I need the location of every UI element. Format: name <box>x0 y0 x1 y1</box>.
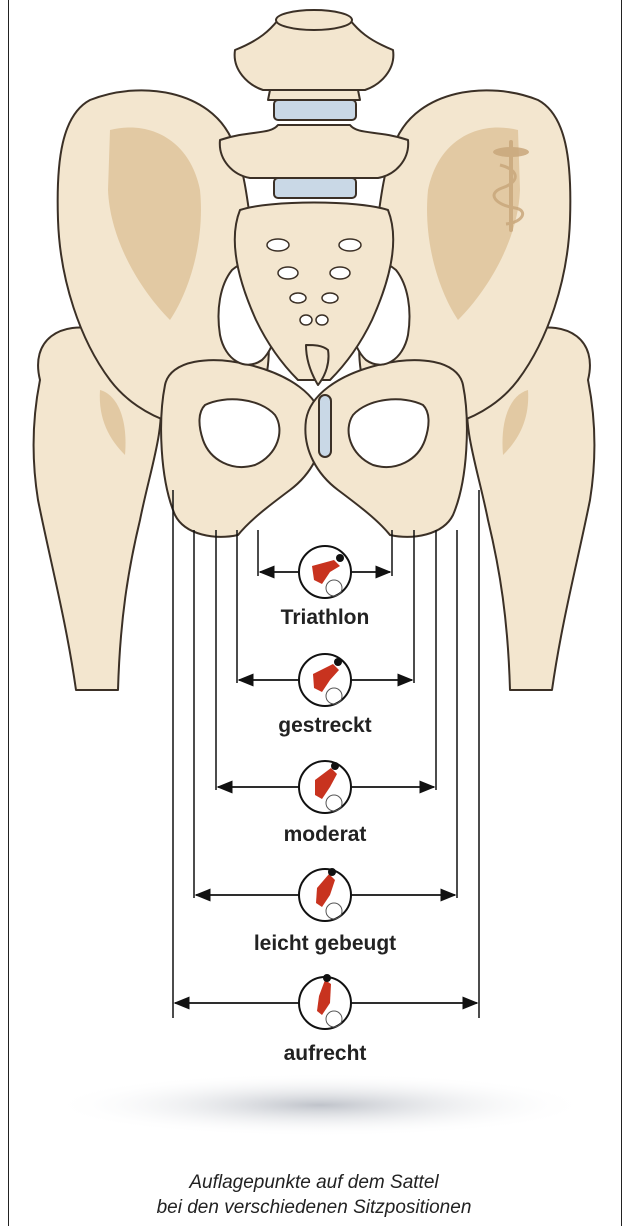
pubic-symphysis <box>319 395 331 457</box>
intervertebral-disc-lower <box>274 178 356 198</box>
intervertebral-disc-upper <box>274 100 356 120</box>
caption-line-1: Auflagepunkte auf dem Sattel <box>0 1170 628 1195</box>
figure-caption: Auflagepunkte auf dem Sattel bei den ver… <box>0 1170 628 1220</box>
position-gestreckt: gestreckt <box>239 654 412 737</box>
vertebral-top <box>276 10 352 30</box>
position-triathlon: Triathlon <box>260 546 390 629</box>
pelvis-diagram: Triathlon gestreckt moderat leicht gebeu… <box>0 0 628 1160</box>
position-label: moderat <box>284 823 367 846</box>
rider-head <box>331 762 339 770</box>
rider-head <box>323 974 331 982</box>
caption-line-2: bei den verschiedenen Sitzpositionen <box>0 1195 628 1220</box>
position-label: leicht gebeugt <box>254 932 396 955</box>
position-label: Triathlon <box>281 606 370 629</box>
rider-head <box>328 868 336 876</box>
position-moderat: moderat <box>218 761 434 846</box>
vertebral-body-middle <box>268 90 360 100</box>
rider-head <box>336 554 344 562</box>
lower-lumbar-vertebra <box>220 125 408 178</box>
position-aufrecht: aufrecht <box>175 974 477 1065</box>
floor-shadow <box>50 1073 590 1137</box>
position-label: gestreckt <box>278 714 371 737</box>
rider-head <box>334 658 342 666</box>
position-leicht-gebeugt: leicht gebeugt <box>196 868 455 955</box>
position-label: aufrecht <box>284 1042 367 1065</box>
